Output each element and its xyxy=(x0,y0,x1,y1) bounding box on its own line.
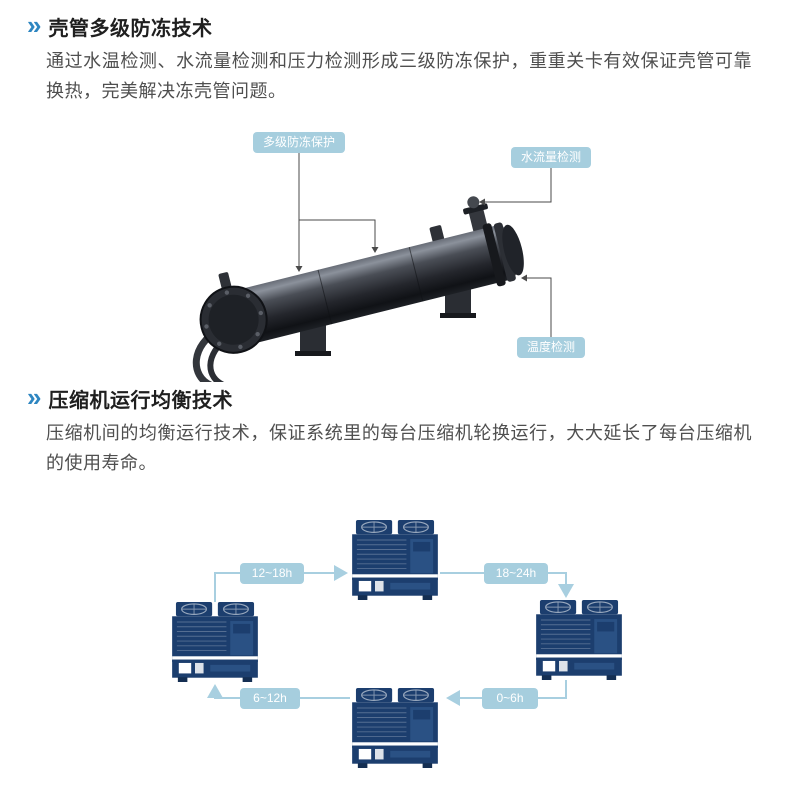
shell-tube-exchanger xyxy=(192,196,524,382)
top-nozzle xyxy=(429,225,445,243)
flange-bolts xyxy=(204,290,264,350)
time-label-0-6h: 0~6h xyxy=(482,688,538,709)
time-label-18-24h: 18~24h xyxy=(484,563,548,584)
left-top-nozzle xyxy=(218,272,232,290)
callout-line-multi-protection-b xyxy=(298,180,379,253)
time-label-12-18h: 12~18h xyxy=(240,563,304,584)
callout-multi-freeze-protection: 多级防冻保护 xyxy=(253,132,346,153)
callout-lines xyxy=(295,153,552,337)
double-chevron-icon: » xyxy=(27,381,42,412)
chiller-unit-left xyxy=(172,602,258,682)
callout-line-temp-detection xyxy=(521,274,552,337)
chiller-unit-right xyxy=(536,600,622,680)
chiller-unit-bottom xyxy=(352,688,438,768)
arrow-bottom-to-left xyxy=(207,684,350,699)
chiller-unit-top xyxy=(352,520,438,600)
section-heading-compressor-balance: » 压缩机运行均衡技术 xyxy=(27,384,233,413)
exchanger-diagram: 多级防冻保护 水流量检测 温度检测 xyxy=(0,120,790,382)
callout-temperature-detection: 温度检测 xyxy=(517,337,586,358)
double-chevron-icon: » xyxy=(27,9,42,40)
compressor-cycle-diagram: 12~18h 18~24h 6~12h 0~6h xyxy=(0,500,790,785)
callout-line-flow-detection xyxy=(479,168,552,206)
section-paragraph-antifreeze: 通过水温检测、水流量检测和压力检测形成三级防冻保护，重重关卡有效保证壳管可靠换热… xyxy=(46,51,752,101)
left-tube-sheet xyxy=(199,285,268,354)
weld-seams xyxy=(317,246,424,325)
cycle-illustration xyxy=(172,520,622,768)
time-label-6-12h: 6~12h xyxy=(240,688,300,709)
callout-water-flow-detection: 水流量检测 xyxy=(511,147,592,168)
section-title-compressor-balance: 压缩机运行均衡技术 xyxy=(48,390,233,412)
section-title-antifreeze: 壳管多级防冻技术 xyxy=(48,18,213,40)
exchanger-illustration xyxy=(192,153,552,382)
arrow-top-to-right xyxy=(440,572,574,598)
section-heading-antifreeze: » 壳管多级防冻技术 xyxy=(27,12,212,41)
section-paragraph-compressor-balance: 压缩机间的均衡运行技术，保证系统里的每台压缩机轮换运行，大大延长了每台压缩机的使… xyxy=(46,423,752,473)
right-flange xyxy=(482,222,524,287)
exchanger-shell xyxy=(226,225,517,346)
